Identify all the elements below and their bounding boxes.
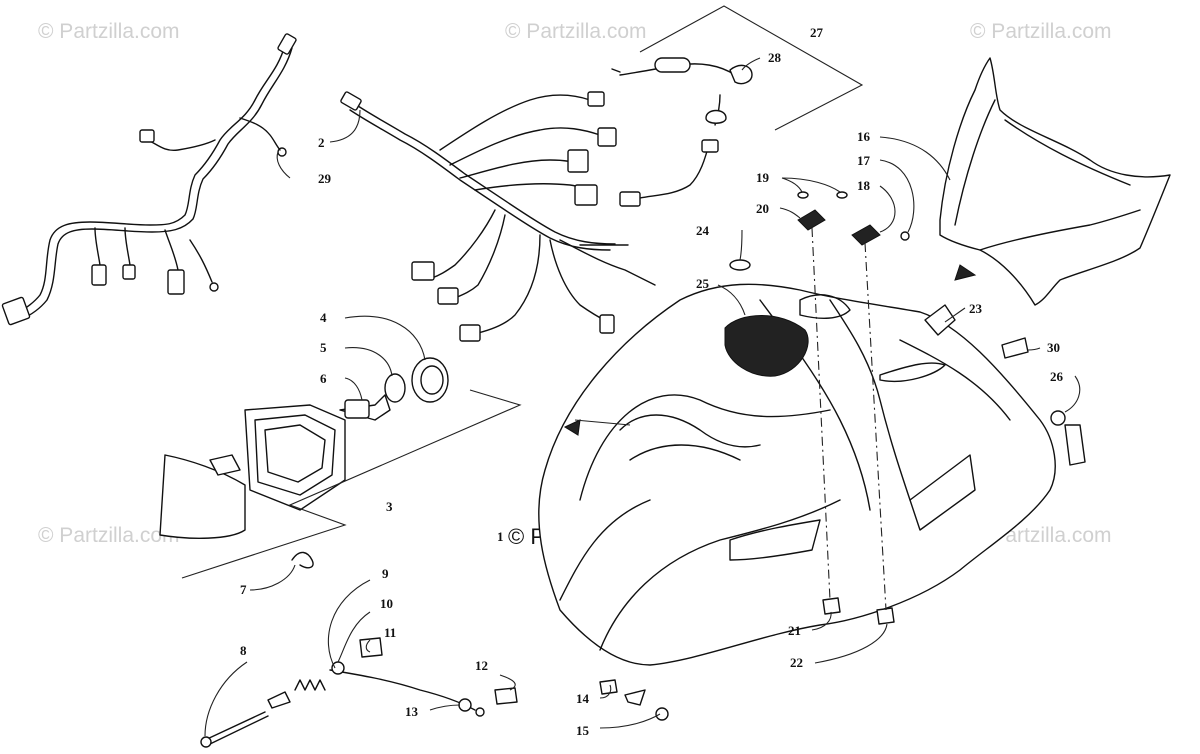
watermark-top-center: © Partzilla.com <box>505 20 647 43</box>
callout-18: 18 <box>857 178 871 193</box>
wiring-harness-main <box>340 91 656 342</box>
callout-21: 21 <box>788 623 801 638</box>
callout-1: 1 <box>497 529 504 544</box>
callout-28: 28 <box>768 50 782 65</box>
small-panels <box>563 191 1086 625</box>
callout-2: 2 <box>318 135 325 150</box>
windshield <box>939 57 1171 306</box>
callout-3: 3 <box>386 499 393 514</box>
callout-7: 7 <box>240 582 247 597</box>
watermark-top-right: © Partzilla.com <box>970 20 1112 43</box>
callout-19: 19 <box>756 170 770 185</box>
callout-24: 24 <box>696 223 710 238</box>
callout-11: 11 <box>384 625 396 640</box>
callout-10: 10 <box>380 596 393 611</box>
callout-6: 6 <box>320 371 327 386</box>
callout-30: 30 <box>1047 340 1060 355</box>
watermark-top-left: © Partzilla.com <box>38 20 180 43</box>
callout-4: 4 <box>320 310 327 325</box>
callout-13: 13 <box>405 704 419 719</box>
wiring-harness-left <box>1 33 297 326</box>
hardware-small <box>200 551 669 748</box>
callout-8: 8 <box>240 643 247 658</box>
leader-lines <box>204 5 1081 737</box>
callout-20: 20 <box>756 201 769 216</box>
callout-16: 16 <box>857 129 871 144</box>
callout-29: 29 <box>318 171 332 186</box>
callout-25: 25 <box>696 276 710 291</box>
callout-17: 17 <box>857 153 871 168</box>
watermark-mid-left: © Partzilla.com <box>38 524 180 547</box>
callout-15: 15 <box>576 723 590 738</box>
headlight-bulb-parts <box>339 357 449 421</box>
headlight-assembly <box>159 389 522 579</box>
callout-12: 12 <box>475 658 488 673</box>
hood-panel <box>538 283 1056 666</box>
callout-22: 22 <box>790 655 803 670</box>
callout-23: 23 <box>969 301 983 316</box>
sensor-wire <box>611 57 753 207</box>
callout-14: 14 <box>576 691 590 706</box>
callout-5: 5 <box>320 340 327 355</box>
callout-26: 26 <box>1050 369 1064 384</box>
callout-27: 27 <box>810 25 824 40</box>
callout-labels: 1 2 3 4 5 6 7 8 9 10 11 12 13 14 15 16 1… <box>240 25 1064 738</box>
callout-9: 9 <box>382 566 389 581</box>
